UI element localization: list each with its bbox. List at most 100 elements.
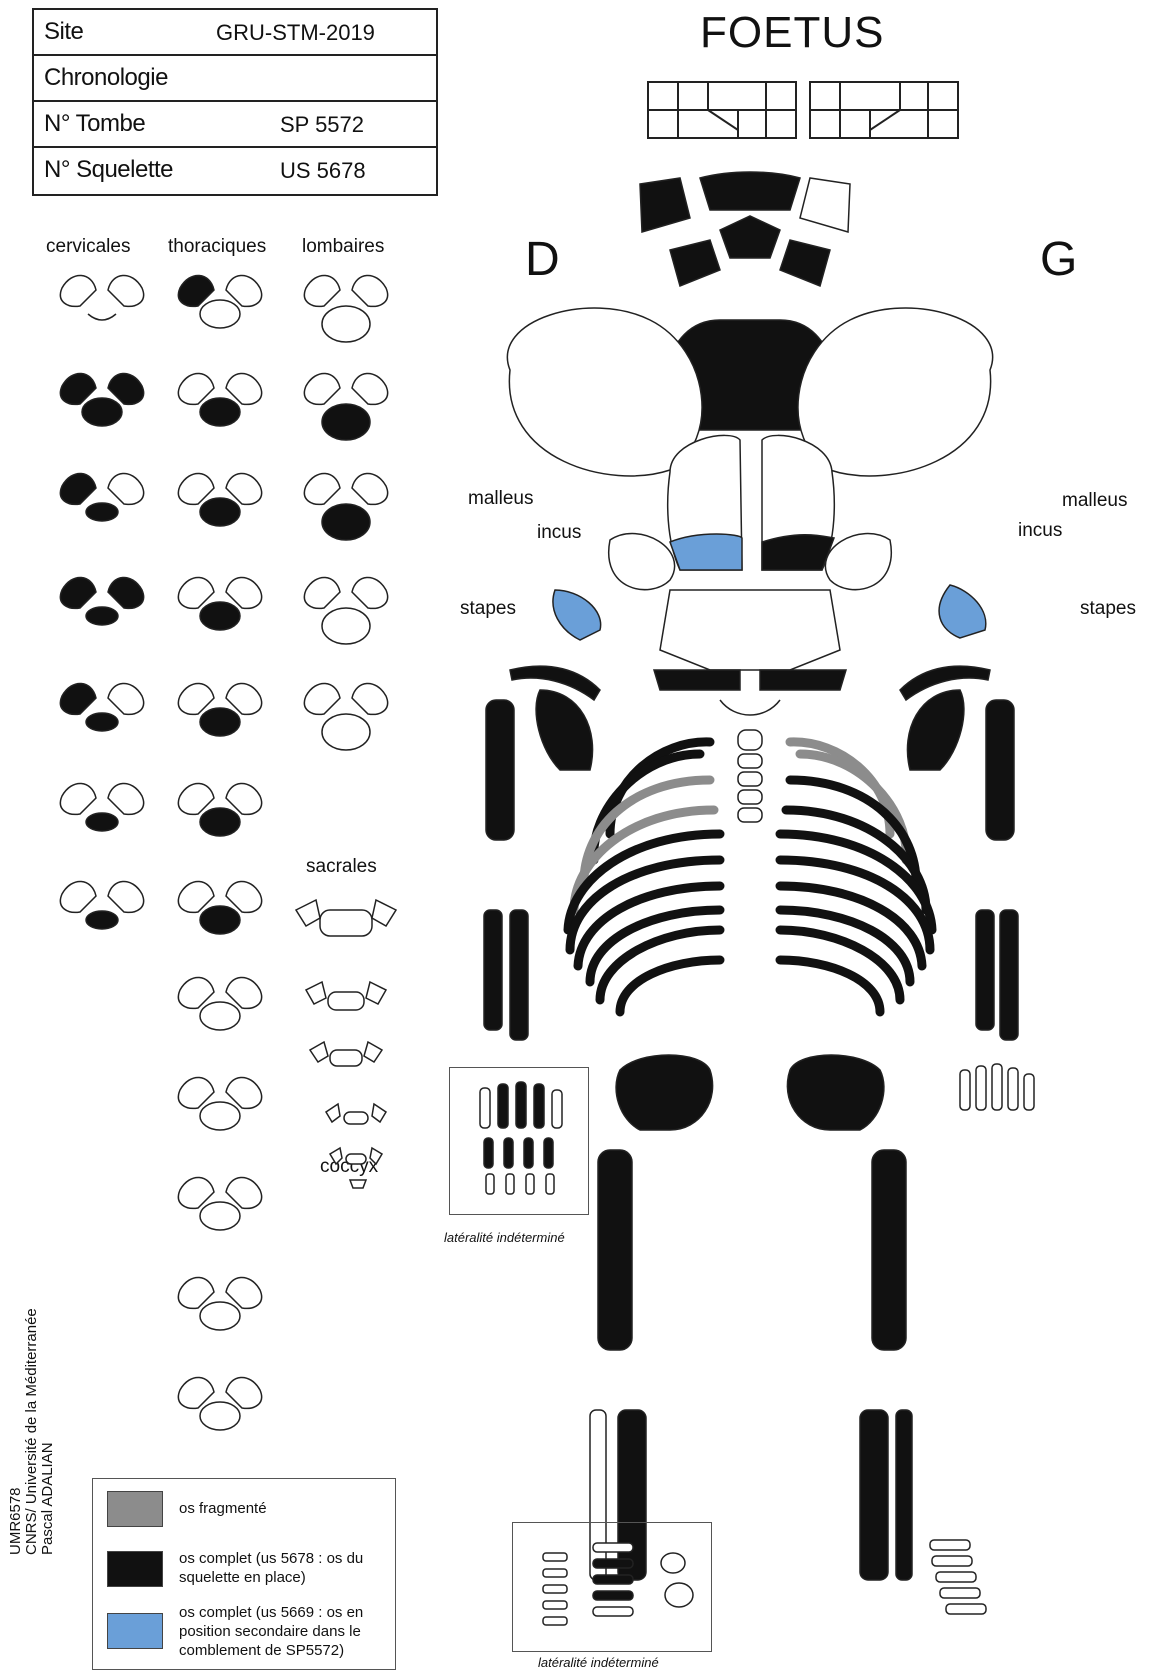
- label-cervicales: cervicales: [46, 236, 130, 258]
- skeleton-diagram: [470, 170, 1152, 1670]
- thoracic-3: [178, 473, 261, 526]
- thoracic-5: [178, 683, 261, 736]
- petrous-left-blue: [939, 585, 986, 638]
- info-value-squelette: US 5678: [280, 158, 366, 184]
- info-row-tombe: N° Tombe SP 5572: [34, 102, 436, 148]
- sternum: [738, 730, 762, 822]
- lumbar-1: [304, 275, 387, 342]
- sacral-5: [330, 1148, 382, 1164]
- info-value-site: GRU-STM-2019: [216, 20, 375, 46]
- page-title: FOETUS: [700, 8, 884, 58]
- legend-text-secondary: os complet (us 5669 : os en position sec…: [179, 1603, 391, 1660]
- zygomatic-right: [609, 534, 675, 590]
- sphenoid-center: [700, 172, 800, 210]
- thoracic-10: [178, 1177, 261, 1230]
- credits: UMR6578 CNRS/ Université de la Méditerra…: [8, 1308, 56, 1555]
- mandible-right: [654, 670, 740, 690]
- thoracic-2: [178, 373, 261, 426]
- legend-swatch-secondary: [107, 1613, 163, 1649]
- label-lombaires: lombaires: [302, 236, 384, 258]
- credit-line-1: UMR6578: [8, 1308, 24, 1555]
- thoracic-11: [178, 1277, 261, 1330]
- lumbar-2: [304, 373, 387, 440]
- credit-line-2: CNRS/ Université de la Méditerranée: [24, 1308, 40, 1555]
- face-maxilla: [660, 590, 840, 670]
- femur-right: [598, 1150, 632, 1350]
- frontal-left-black: [762, 535, 834, 570]
- femur-left: [872, 1150, 906, 1350]
- label-malleus-left: malleus: [1062, 490, 1127, 512]
- foot-indeterminate: [513, 1523, 711, 1651]
- mandible-left: [760, 670, 846, 690]
- hand-left: [960, 1064, 1034, 1110]
- legend: os fragmenté os complet (us 5678 : os du…: [92, 1478, 396, 1670]
- radius-left: [976, 910, 994, 1030]
- ribs-right: [568, 730, 720, 1012]
- parietal-right: [507, 308, 702, 476]
- cervical-6: [60, 783, 143, 831]
- thoracic-7: [178, 881, 261, 934]
- basi-occiput: [720, 216, 780, 258]
- info-label-squelette: N° Squelette: [44, 156, 173, 184]
- exoccipital-left: [780, 240, 830, 286]
- cervical-3: [60, 473, 143, 521]
- scapula-right: [536, 690, 592, 770]
- dental-grid: [646, 80, 962, 140]
- coccyx-bone: [350, 1180, 366, 1188]
- ulna-left: [1000, 910, 1018, 1040]
- temporal-right: [640, 178, 690, 232]
- cervical-4: [60, 577, 143, 625]
- legend-text-fragmented: os fragmenté: [179, 1499, 391, 1518]
- cervical-5: [60, 683, 143, 731]
- lumbar-3: [304, 473, 387, 540]
- humerus-left: [986, 700, 1014, 840]
- foot-left: [930, 1540, 986, 1614]
- thoracic-9: [178, 1077, 261, 1130]
- legend-swatch-complete: [107, 1551, 163, 1587]
- info-label-site: Site: [44, 18, 83, 46]
- info-row-site: Site GRU-STM-2019: [34, 10, 436, 56]
- exoccipital-right: [670, 240, 720, 286]
- info-label-chronologie: Chronologie: [44, 64, 168, 92]
- humerus-right: [486, 700, 514, 840]
- label-thoraciques: thoraciques: [168, 236, 266, 258]
- vertebrae-diagram: [40, 270, 420, 1470]
- thoracic-8: [178, 977, 261, 1030]
- info-table: Site GRU-STM-2019 Chronologie N° Tombe S…: [32, 8, 438, 196]
- radius-right: [484, 910, 502, 1030]
- sacral-4: [326, 1104, 386, 1124]
- thoracic-1: [178, 275, 261, 328]
- label-incus-left: incus: [1018, 520, 1062, 542]
- sacral-2: [306, 982, 386, 1010]
- temporal-left: [800, 178, 850, 232]
- info-value-tombe: SP 5572: [280, 112, 364, 138]
- frontal-right-blue: [670, 534, 742, 570]
- caption-hand: latéralité indéterminé: [444, 1230, 565, 1245]
- legend-swatch-fragmented: [107, 1491, 163, 1527]
- cervical-7: [60, 881, 143, 929]
- scapula-left: [907, 690, 963, 770]
- foot-box: [512, 1522, 712, 1652]
- hand-box: [449, 1067, 589, 1215]
- lumbar-5: [304, 683, 387, 750]
- thoracic-12: [178, 1377, 261, 1430]
- cervical-2: [60, 373, 143, 426]
- parietal-left: [798, 308, 993, 476]
- zygomatic-left: [825, 534, 891, 590]
- label-malleus-right: malleus: [468, 488, 533, 510]
- label-incus-right: incus: [537, 522, 581, 544]
- thoracic-4: [178, 577, 261, 630]
- label-stapes-right: stapes: [460, 598, 516, 620]
- tibia-left: [860, 1410, 888, 1580]
- ribs-left: [780, 730, 932, 1012]
- ilium-left: [787, 1055, 884, 1130]
- info-row-chronologie: Chronologie: [34, 56, 436, 102]
- thoracic-6: [178, 783, 261, 836]
- cervical-1: [60, 275, 143, 320]
- fibula-left: [896, 1410, 912, 1580]
- petrous-right-blue: [553, 590, 601, 640]
- legend-text-complete: os complet (us 5678 : os du squelette en…: [179, 1549, 391, 1587]
- ulna-right: [510, 910, 528, 1040]
- sacral-3: [310, 1042, 382, 1066]
- caption-foot: latéralité indéterminé: [538, 1655, 659, 1670]
